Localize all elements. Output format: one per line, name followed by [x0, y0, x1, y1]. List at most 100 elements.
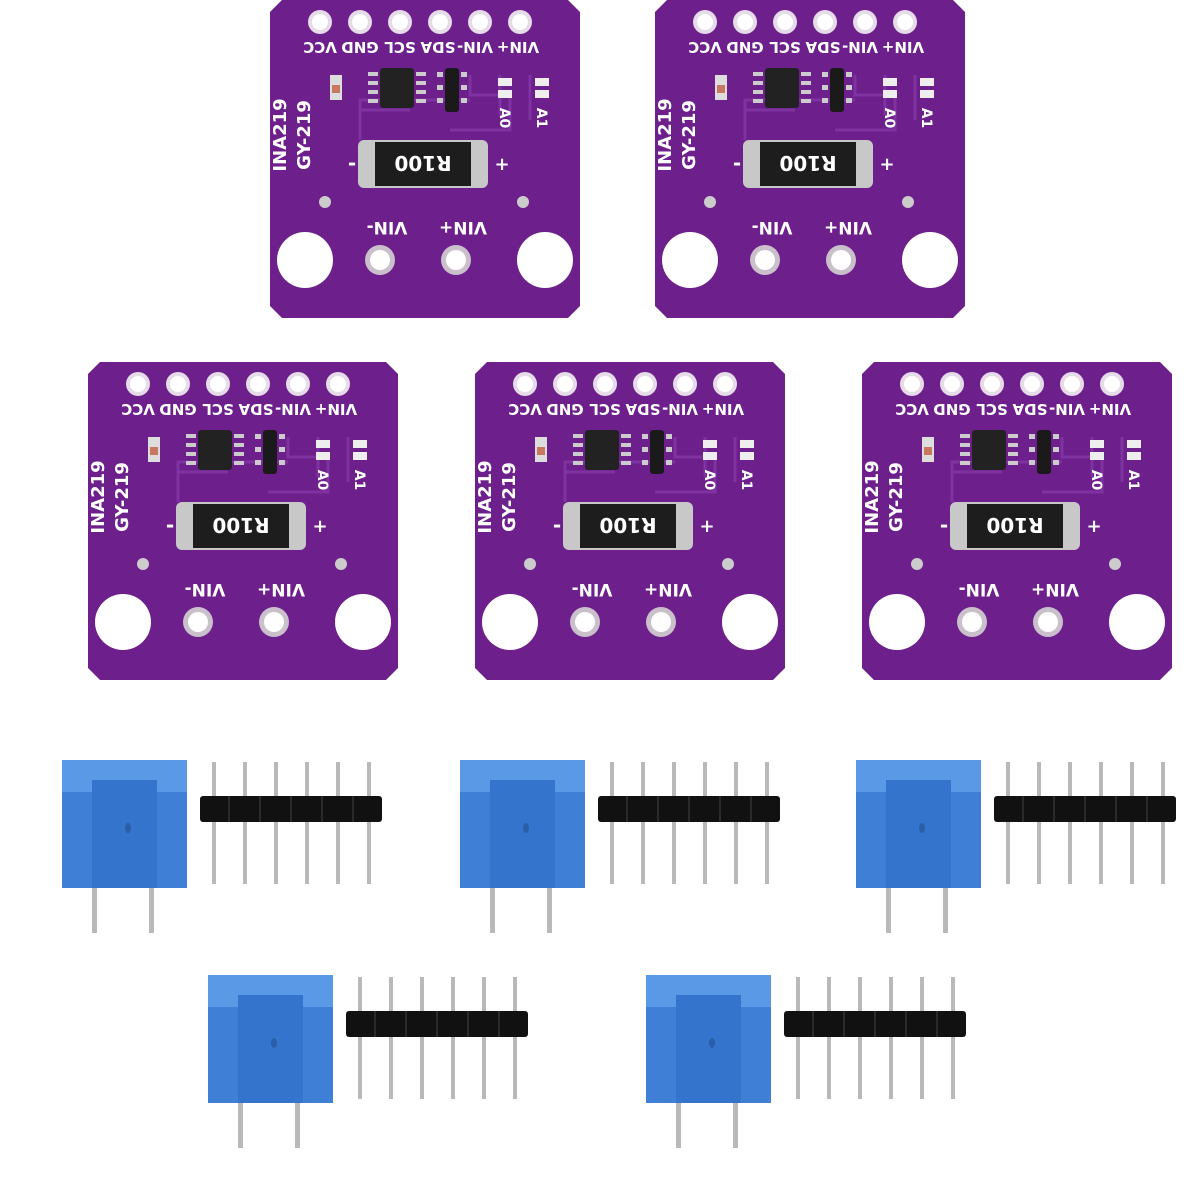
address-jumper: [920, 78, 934, 86]
mounting-hole: [95, 594, 151, 650]
model-label: GY-219: [499, 462, 520, 532]
pin-header: [994, 762, 1176, 884]
sot-chip: [830, 68, 844, 112]
pin-header: [784, 977, 966, 1099]
address-jumper: [316, 440, 330, 448]
pin-header: [598, 762, 780, 884]
accessory-kit: [62, 760, 382, 950]
mounting-hole: [1109, 594, 1165, 650]
terminal-label: VIN-: [959, 579, 1000, 599]
sot-chip: [650, 430, 664, 474]
chip-label: INA219: [475, 460, 496, 533]
chip-label: INA219: [655, 98, 676, 171]
pin-header: [200, 762, 382, 884]
mounting-hole: [277, 232, 333, 288]
mounting-hole: [722, 594, 778, 650]
minus-sign: -: [553, 513, 561, 537]
pin-label: VIN+: [497, 38, 539, 56]
resistor-label: R100: [599, 513, 656, 537]
plus-sign: +: [699, 516, 714, 537]
chip-label: INA219: [88, 460, 109, 533]
pin-label: VIN+: [702, 400, 744, 418]
model-label: GY-219: [112, 462, 133, 532]
sot-chip: [263, 430, 277, 474]
terminal-block: [856, 760, 981, 933]
pin-label: SCL: [384, 38, 416, 56]
address-jumper: [1127, 440, 1141, 448]
ic-chip: [380, 68, 414, 108]
pin-label: SDA: [238, 400, 273, 418]
mounting-hole: [902, 232, 958, 288]
address-jumper: [1090, 440, 1104, 448]
address-label: A1: [918, 108, 934, 129]
terminal-label: VIN+: [644, 579, 692, 599]
address-jumper: [740, 440, 754, 448]
sot-chip: [445, 68, 459, 112]
pin-label: SCL: [976, 400, 1008, 418]
mounting-hole: [482, 594, 538, 650]
address-label: A0: [314, 470, 330, 491]
accessory-kit: [856, 760, 1176, 950]
plus-sign: +: [879, 154, 894, 175]
pin-label: SDA: [1012, 400, 1047, 418]
pin-label: SDA: [625, 400, 660, 418]
mounting-hole: [662, 232, 718, 288]
resistor-label: R100: [986, 513, 1043, 537]
model-label: GY-219: [294, 100, 315, 170]
ic-chip: [972, 430, 1006, 470]
pin-label: SCL: [769, 38, 801, 56]
terminal-block: [460, 760, 585, 933]
pin-label: VCC: [303, 38, 337, 56]
mounting-hole: [869, 594, 925, 650]
plus-sign: +: [494, 154, 509, 175]
resistor-label: R100: [779, 151, 836, 175]
pin-label: SCL: [202, 400, 234, 418]
terminal-label: VIN+: [439, 217, 487, 237]
pin-label: SDA: [420, 38, 455, 56]
plus-sign: +: [312, 516, 327, 537]
terminal-block: [208, 975, 333, 1148]
address-jumper: [703, 440, 717, 448]
terminal-label: VIN+: [824, 217, 872, 237]
model-label: GY-219: [886, 462, 907, 532]
address-label: A0: [496, 108, 512, 129]
pin-label: SDA: [805, 38, 840, 56]
pin-label: GND: [159, 400, 196, 418]
pin-label: VCC: [895, 400, 929, 418]
pin-label: GND: [726, 38, 763, 56]
accessory-kit: [646, 975, 966, 1165]
sot-chip: [1037, 430, 1051, 474]
pin-label: VCC: [688, 38, 722, 56]
address-label: A0: [1088, 470, 1104, 491]
pin-label: GND: [546, 400, 583, 418]
terminal-label: VIN-: [752, 217, 793, 237]
chip-label: INA219: [270, 98, 291, 171]
minus-sign: -: [348, 151, 356, 175]
pin-label: GND: [341, 38, 378, 56]
ic-chip: [765, 68, 799, 108]
resistor-label: R100: [212, 513, 269, 537]
minus-sign: -: [166, 513, 174, 537]
pin-label: VIN+: [882, 38, 924, 56]
pin-label: VIN+: [315, 400, 357, 418]
pin-label: GND: [933, 400, 970, 418]
chip-label: INA219: [862, 460, 883, 533]
ic-chip: [198, 430, 232, 470]
accessory-kit: [460, 760, 780, 950]
pin-label: VIN-: [275, 400, 311, 418]
accessory-kit: [208, 975, 528, 1165]
pin-label: VIN+: [1089, 400, 1131, 418]
pin-label: VIN-: [1049, 400, 1085, 418]
pin-label: VIN-: [457, 38, 493, 56]
minus-sign: -: [940, 513, 948, 537]
address-label: A1: [738, 470, 754, 491]
address-jumper: [353, 440, 367, 448]
pin-label: SCL: [589, 400, 621, 418]
minus-sign: -: [733, 151, 741, 175]
address-label: A1: [1125, 470, 1141, 491]
